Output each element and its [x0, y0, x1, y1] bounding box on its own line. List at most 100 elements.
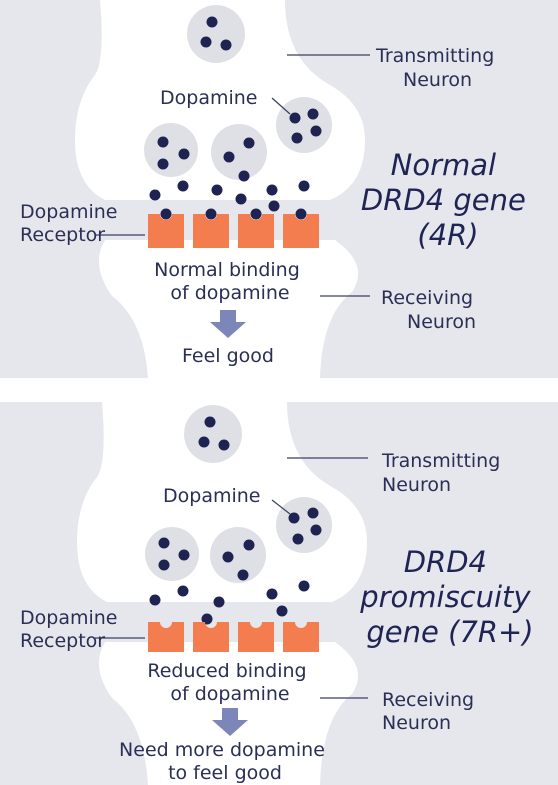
label-line: Need more dopamine: [119, 739, 325, 761]
dopamine-molecule: [149, 189, 161, 201]
dopamine-molecules-cleft: [149, 580, 310, 625]
vesicle: [211, 124, 267, 180]
title-line: (4R): [417, 218, 478, 252]
vesicle: [276, 97, 332, 153]
receptor: [148, 214, 184, 248]
label-line: Reduced binding: [147, 660, 306, 682]
label-line: Receiving: [381, 287, 473, 309]
receptor: [193, 214, 229, 248]
vesicle: [187, 5, 245, 63]
dopamine-molecule: [298, 180, 310, 192]
dopamine-molecule: [266, 588, 278, 600]
label-line: of dopamine: [170, 282, 289, 304]
label-line: Neuron: [407, 311, 476, 333]
title-line: Normal: [391, 148, 496, 182]
label-line: Dopamine: [20, 607, 117, 629]
leader-dopamine: [271, 499, 291, 515]
label-line: to feel good: [168, 762, 282, 784]
dopamine-molecule: [266, 184, 278, 196]
panel-normal: Transmitting Neuron Dopamine Dopamine Re…: [0, 0, 558, 378]
dopamine-molecules-cleft: [149, 180, 310, 212]
dopamine-molecule: [235, 193, 247, 205]
panel-title: DRD4 promiscuity gene (7R+): [359, 545, 540, 649]
leader-lines: [95, 457, 368, 699]
label-line: Receptor: [20, 630, 105, 652]
label-line: Neuron: [382, 712, 451, 734]
dopamine-molecule: [178, 549, 190, 561]
dopamine-molecule: [220, 39, 232, 51]
label-dopamine: Dopamine: [160, 87, 257, 109]
title-line: DRD4: [404, 545, 487, 579]
receptor: [148, 622, 184, 652]
label-line: Transmitting: [375, 45, 494, 67]
dopamine-molecule: [223, 151, 235, 163]
title-line: promiscuity: [359, 580, 531, 614]
label-binding: Normal binding of dopamine: [154, 259, 306, 304]
dopamine-molecule: [158, 559, 170, 571]
label-dopamine-receptor: Dopamine Receptor: [20, 607, 124, 652]
receiving-neuron: [98, 240, 359, 378]
dopamine-molecule: [268, 200, 280, 212]
label-binding: Reduced binding of dopamine: [147, 660, 312, 705]
dopamine-receptors: [148, 214, 319, 248]
dopamine-molecule: [158, 537, 170, 549]
dopamine-molecule: [250, 208, 262, 220]
panel-promiscuity: Transmitting Neuron Dopamine Dopamine Re…: [0, 402, 558, 785]
dopamine-molecule: [177, 180, 189, 192]
dopamine-molecule: [310, 524, 322, 536]
dopamine-molecule: [237, 569, 249, 581]
dopamine-molecule: [298, 580, 310, 592]
dopamine-molecule: [201, 613, 213, 625]
dopamine-molecule: [177, 585, 189, 597]
title-line: gene (7R+): [366, 615, 533, 649]
vesicle: [145, 527, 199, 581]
dopamine-molecule: [205, 208, 217, 220]
label-line: Neuron: [403, 69, 472, 91]
dopamine-molecule: [157, 136, 169, 148]
dopamine-molecule: [149, 594, 161, 606]
dopamine-molecules-vesicles: [157, 16, 322, 182]
vesicle: [144, 123, 198, 177]
label-transmitting-neuron: Transmitting Neuron: [375, 45, 500, 91]
dopamine-molecule: [243, 539, 255, 551]
dopamine-molecule: [243, 137, 255, 149]
label-line: Feel good: [182, 345, 274, 367]
dopamine-molecule: [218, 439, 230, 451]
receptor: [283, 214, 319, 248]
dopamine-molecule: [289, 112, 301, 124]
label-line: Transmitting: [381, 450, 500, 472]
dopamine-molecule: [200, 36, 212, 48]
dopamine-molecule: [307, 507, 319, 519]
dopamine-molecule: [157, 158, 169, 170]
down-arrow: [212, 708, 248, 736]
vesicle: [276, 497, 332, 553]
dopamine-molecule: [222, 551, 234, 563]
label-dopamine-receptor: Dopamine Receptor: [20, 201, 124, 246]
label-line: Dopamine: [20, 201, 117, 223]
dopamine-molecule: [213, 596, 225, 608]
dopamine-molecule: [292, 533, 304, 545]
dopamine-molecules-vesicles: [158, 416, 322, 581]
label-line: Neuron: [382, 474, 451, 496]
label-outcome: Need more dopamine to feel good: [119, 739, 331, 784]
leader-dopamine: [271, 97, 291, 115]
receptor: [238, 622, 274, 652]
dopamine-molecule: [307, 108, 319, 120]
label-line: Receiving: [382, 689, 474, 711]
dopamine-molecule: [178, 148, 190, 160]
label-line: of dopamine: [170, 683, 289, 705]
dopamine-molecule: [288, 512, 300, 524]
receptor: [193, 622, 229, 652]
title-line: DRD4 gene: [361, 183, 526, 217]
dopamine-receptors: [148, 622, 319, 652]
dopamine-molecule: [291, 132, 303, 144]
dopamine-molecule: [206, 16, 218, 28]
label-line: Receptor: [20, 224, 105, 246]
dopamine-molecule: [238, 170, 250, 182]
label-transmitting-neuron: Transmitting Neuron: [381, 450, 506, 496]
leader-lines: [95, 54, 370, 297]
dopamine-molecule: [211, 184, 223, 196]
dopamine-molecule: [295, 208, 307, 220]
down-arrow: [210, 310, 246, 338]
